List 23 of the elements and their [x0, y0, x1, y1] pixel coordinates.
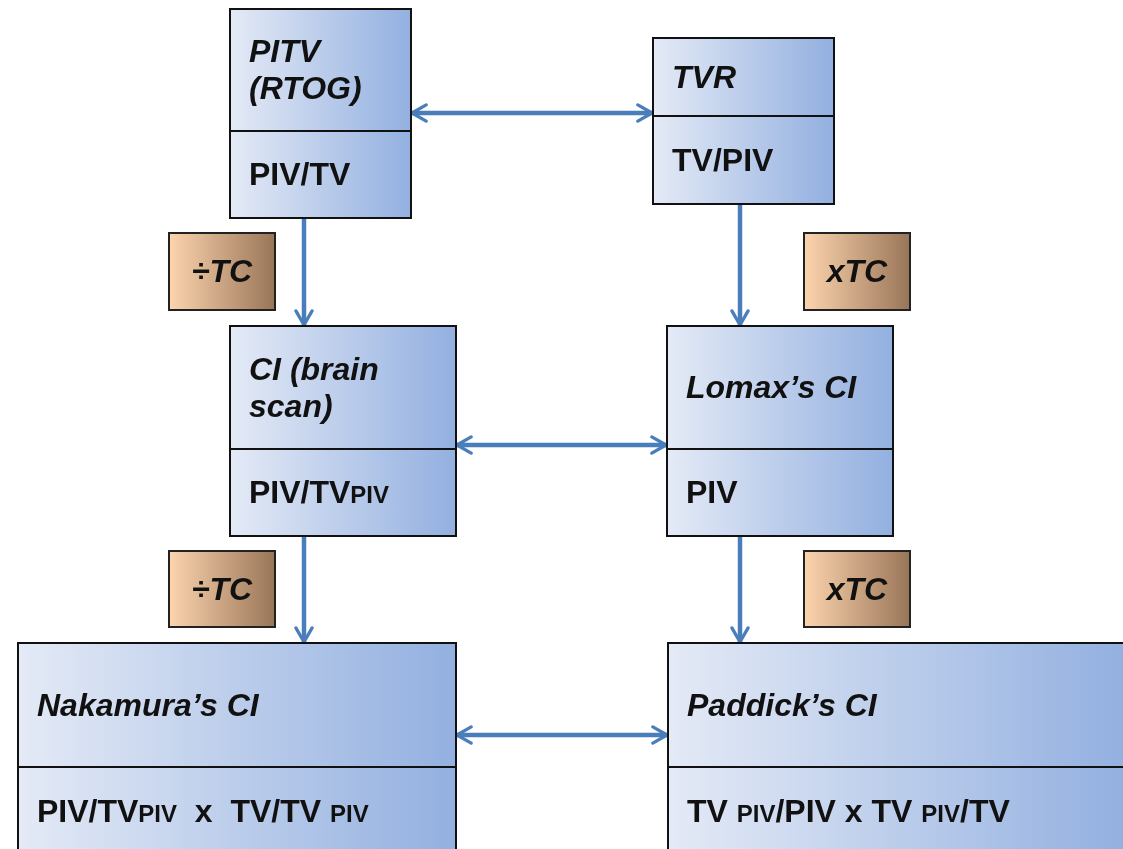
arrow: [294, 537, 314, 644]
formula-text: PIV: [686, 474, 738, 511]
arrow: [294, 219, 314, 327]
formula-text: TV/PIV: [672, 141, 774, 179]
formula-box: [652, 37, 835, 205]
formula-box: [17, 642, 457, 849]
index-name: Paddick’s CI: [687, 686, 877, 724]
edge-label: xTC: [803, 550, 911, 628]
edge-label: ÷TC: [168, 550, 276, 628]
arrow: [730, 205, 750, 327]
formula-box: [666, 325, 894, 537]
index-name: Nakamura’s CI: [37, 686, 259, 724]
arrow: [730, 537, 750, 644]
edge-label: ÷TC: [168, 232, 276, 311]
formula-box: [229, 325, 457, 537]
index-name: PITV (RTOG): [249, 33, 363, 107]
formula-box: [229, 8, 412, 219]
formula-text: PIV/TV: [249, 156, 351, 193]
index-name: TVR: [672, 58, 736, 96]
edge-label: xTC: [803, 232, 911, 311]
formula-box: [667, 642, 1123, 849]
index-name: CI (brain scan): [249, 350, 380, 425]
index-name: Lomax’s CI: [686, 369, 857, 406]
